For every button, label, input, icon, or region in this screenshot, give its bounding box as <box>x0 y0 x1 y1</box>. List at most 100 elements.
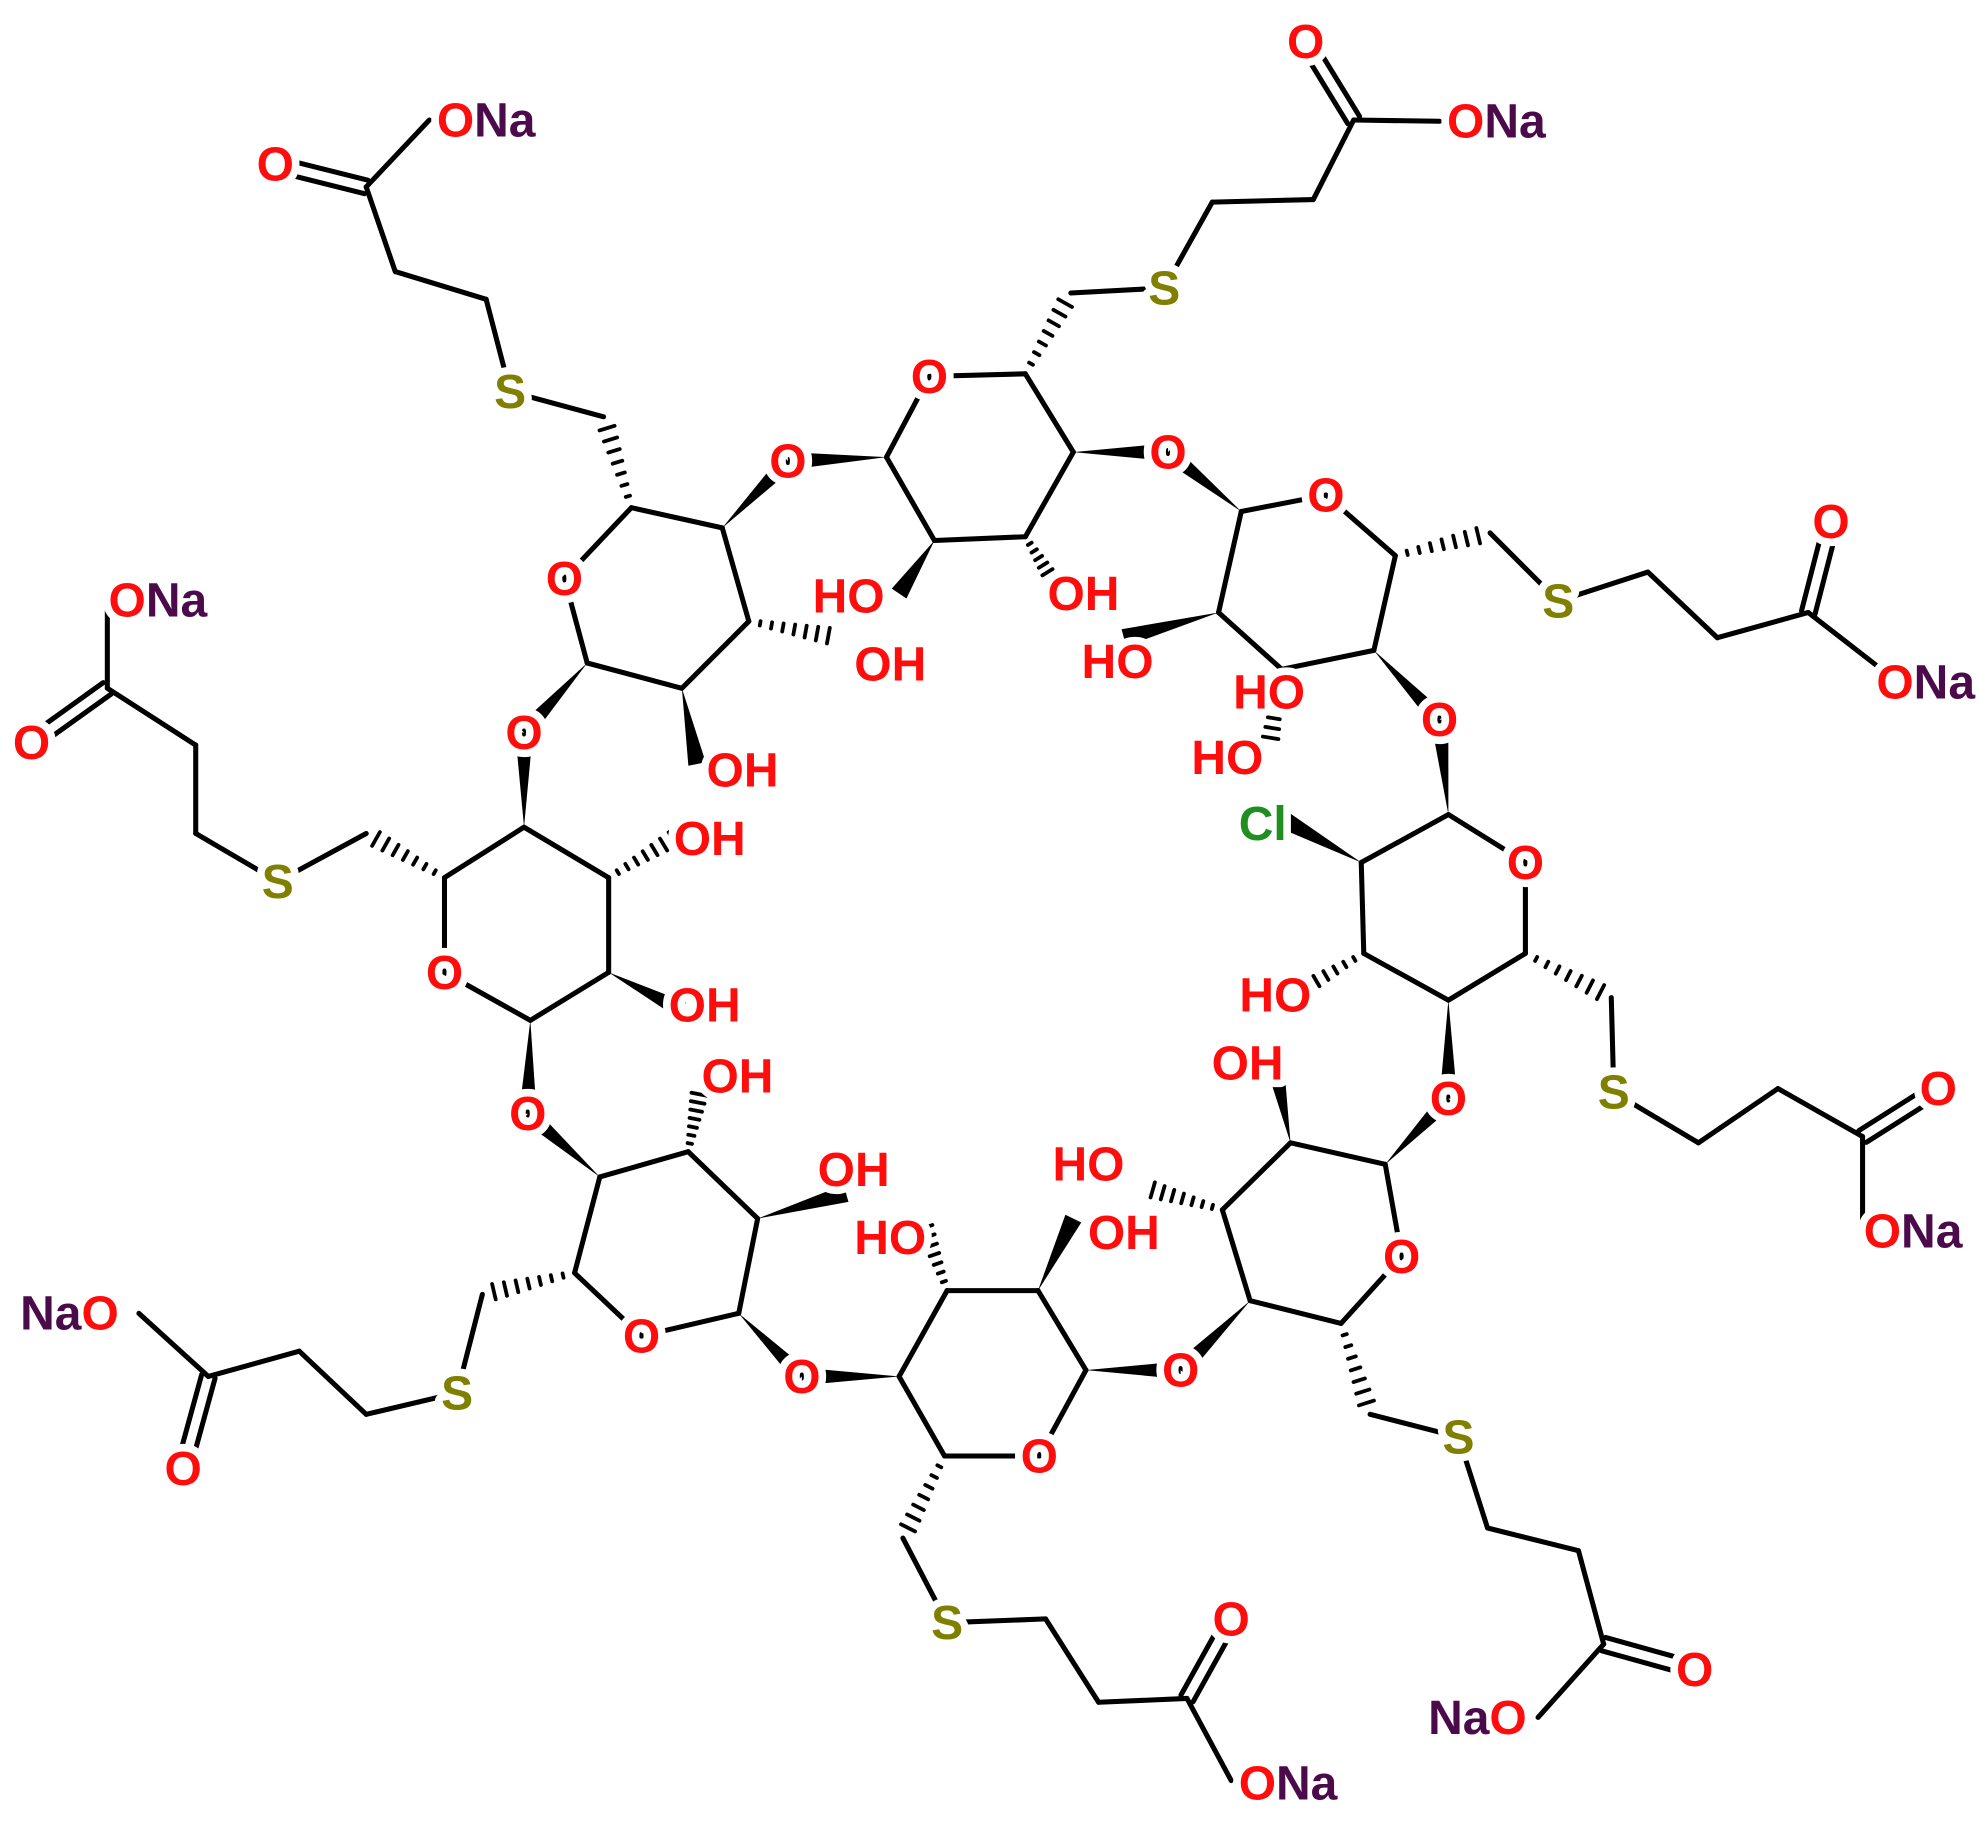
single-bond <box>1645 569 1720 641</box>
sulfur-atom: S <box>1598 1067 1630 1120</box>
single-bond <box>205 1348 302 1379</box>
single-bond <box>1358 859 1367 956</box>
single-bond <box>900 1535 950 1626</box>
hash-stroke <box>1046 318 1061 329</box>
wedge-bond <box>518 1020 537 1115</box>
hash-stroke <box>614 868 621 876</box>
hash-stroke <box>658 836 670 853</box>
hash-stroke <box>1340 1332 1349 1338</box>
hash-stroke <box>1032 350 1042 358</box>
bond-line <box>1799 519 1827 614</box>
hash-bond <box>1533 955 1607 1002</box>
hash-stroke <box>802 623 809 640</box>
single-bond <box>136 1310 211 1379</box>
hash-stroke <box>1179 1191 1186 1206</box>
hash-stroke <box>1462 529 1470 548</box>
sodium-carboxylate: ONa <box>109 574 208 627</box>
hash-stroke <box>1199 1199 1206 1210</box>
hash-stroke <box>632 855 641 867</box>
hash-stroke <box>1209 1202 1215 1211</box>
hash-stroke <box>1474 526 1482 546</box>
hash-stroke <box>1189 1195 1196 1208</box>
hash-stroke <box>431 868 438 876</box>
carbonyl-oxygen: O <box>1812 496 1849 549</box>
hash-stroke <box>917 1492 931 1502</box>
single-bond <box>926 371 1028 379</box>
wedge-bond <box>891 540 935 599</box>
bond-line <box>1856 1080 1938 1134</box>
hash-stroke <box>1041 329 1055 338</box>
hash-stroke <box>905 1512 922 1523</box>
hash-stroke <box>610 458 625 466</box>
sulfur-atom: S <box>931 1597 963 1650</box>
hash-stroke <box>421 861 429 872</box>
hash-stroke <box>1343 1343 1354 1350</box>
wedge-bond <box>1073 443 1169 461</box>
single-bond <box>1022 449 1076 540</box>
hydroxyl-group: HO <box>854 1212 926 1265</box>
hash-stroke <box>1301 978 1313 995</box>
single-bond <box>1096 1695 1190 1705</box>
ring-oxygen: O <box>1507 837 1544 890</box>
hash-stroke <box>1357 1398 1376 1408</box>
single-bond <box>1216 508 1244 616</box>
sulfur-atom: S <box>1542 576 1574 629</box>
single-bond <box>1805 609 1885 672</box>
single-bond <box>1035 1288 1089 1373</box>
hash-stroke <box>825 626 832 646</box>
hydroxyl-group: HO <box>1082 636 1154 689</box>
hash-stroke <box>1416 545 1422 555</box>
single-bond <box>1367 1411 1462 1440</box>
ring-oxygen: O <box>911 351 948 404</box>
hash-stroke <box>548 1273 555 1284</box>
single-bond <box>363 117 432 190</box>
wedge-bond <box>1037 1214 1082 1291</box>
hash-stroke <box>1260 734 1281 741</box>
sulfur-atom: S <box>441 1367 473 1420</box>
single-bond <box>561 505 634 581</box>
hash-stroke <box>1404 548 1410 557</box>
single-bond <box>944 1616 1049 1626</box>
hash-stroke <box>513 1278 521 1295</box>
hash-stroke <box>1595 983 1607 1002</box>
hydroxyl-group: HO <box>813 570 885 623</box>
ring-oxygen: O <box>1021 1430 1058 1483</box>
hash-stroke <box>619 482 630 488</box>
hydroxyl-group: OH <box>818 1144 890 1197</box>
hash-stroke <box>1033 553 1044 563</box>
hash-stroke <box>525 1276 532 1291</box>
glycosidic-oxygen: O <box>509 1088 546 1141</box>
sodium-carboxylate: NaO <box>1428 1692 1527 1745</box>
sodium-carboxylate: ONa <box>1864 1206 1963 1259</box>
hash-stroke <box>1428 541 1434 554</box>
carbonyl-oxygen: O <box>1920 1063 1957 1116</box>
single-bond <box>527 969 612 1023</box>
hash-stroke <box>1341 959 1349 970</box>
hash-bond <box>915 1223 948 1285</box>
wedge-bond <box>1266 1065 1291 1143</box>
wedge-bond <box>801 1367 900 1386</box>
bond-line <box>24 680 106 740</box>
carbonyl-oxygen: O <box>1287 16 1324 69</box>
hash-stroke <box>911 1502 926 1512</box>
single-bond <box>1209 197 1316 205</box>
ring-oxygen: O <box>1307 469 1344 522</box>
single-bond <box>1161 199 1215 291</box>
hash-bond <box>1404 526 1482 557</box>
glycosidic-oxygen: O <box>783 1351 820 1404</box>
hash-stroke <box>689 1090 709 1098</box>
hash-stroke <box>1553 964 1562 976</box>
hash-stroke <box>1036 560 1050 570</box>
hash-bond <box>685 1090 709 1146</box>
hash-stroke <box>1265 715 1282 722</box>
bond-line <box>1603 1634 1700 1666</box>
single-bond <box>628 505 725 531</box>
double-bond <box>173 1372 218 1473</box>
glycosidic-oxygen: O <box>1149 427 1186 480</box>
wedge-bond <box>1430 719 1449 815</box>
single-bond <box>363 184 398 275</box>
hash-stroke <box>1273 686 1284 692</box>
glycosidic-oxygen: O <box>505 707 542 760</box>
double-bond <box>1856 1080 1945 1145</box>
hash-stroke <box>1148 1180 1157 1200</box>
